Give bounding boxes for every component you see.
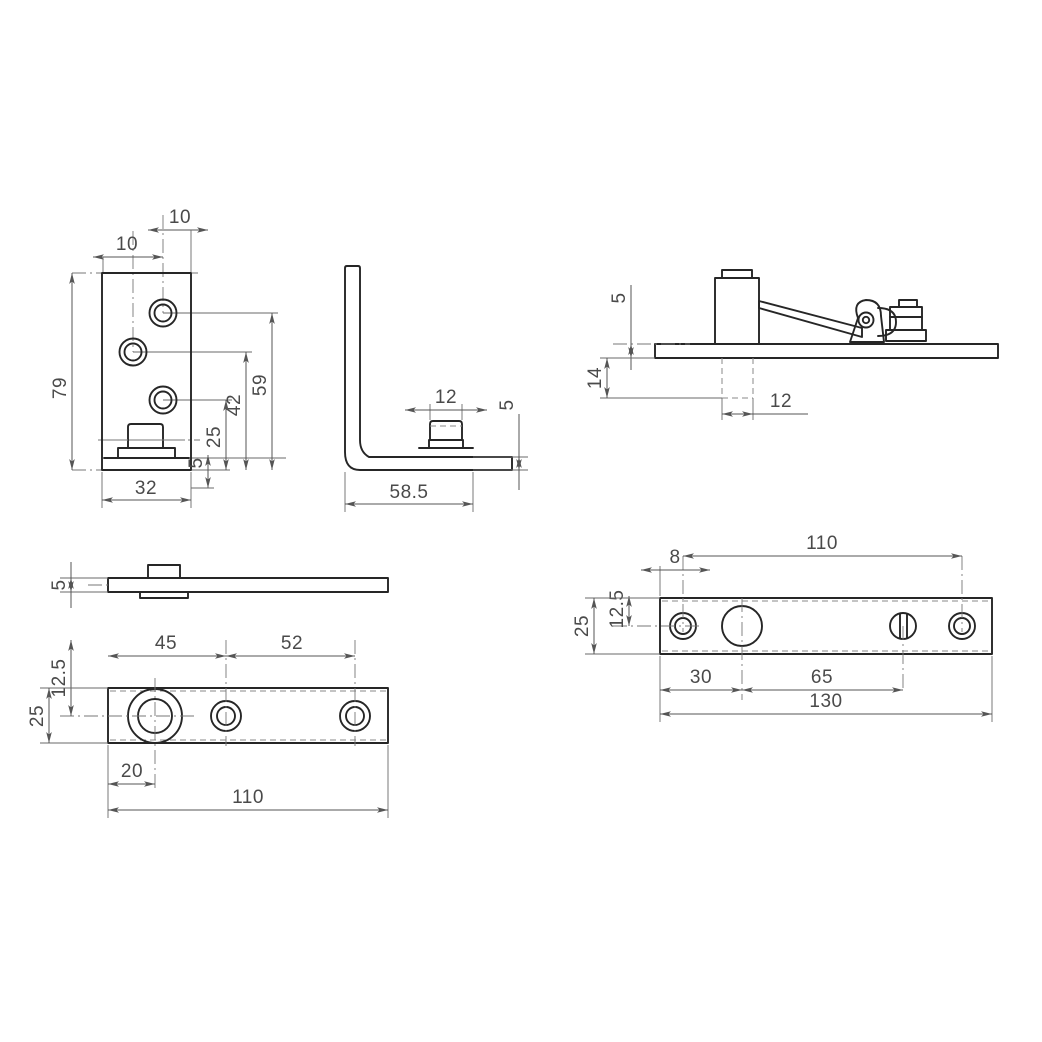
bottom-plate-edge-profile — [107, 577, 389, 593]
dimension-45-label: 45 — [155, 633, 177, 654]
dimension-14: 14 — [585, 357, 722, 399]
dimension-12-assembly-label: 12 — [770, 391, 792, 412]
dimension-52-label: 52 — [281, 633, 303, 654]
dimension-52: 52 — [226, 633, 355, 659]
bottom-plate-edge-boss — [139, 591, 189, 599]
dimension-65-label: 65 — [811, 667, 833, 688]
dimension-5-profile: 5 — [473, 399, 528, 490]
dimension-10-right-label: 10 — [169, 207, 191, 228]
assembly-pin-hidden — [721, 358, 754, 399]
dimension-8: 8 — [641, 547, 710, 596]
dimension-32: 32 — [101, 472, 192, 508]
dimension-59: 59 — [250, 313, 275, 470]
dimension-58-5-label: 58.5 — [390, 482, 429, 503]
bottom-plate-hole-1 — [210, 640, 242, 746]
front-plate-hole-middle — [118, 337, 148, 367]
dimension-130: 130 — [659, 656, 993, 722]
top-plate-hole-right — [948, 556, 976, 640]
dimension-14-label: 14 — [585, 367, 606, 389]
dimension-25-bottom: 25 — [27, 687, 108, 744]
assembly-base-plate — [654, 343, 999, 359]
assembly-linkage-arm — [758, 300, 863, 338]
dimension-79: 79 — [50, 273, 75, 470]
dimension-59-label: 59 — [250, 374, 271, 396]
dimension-12-assembly: 12 — [721, 391, 808, 420]
dimension-5-assembly: 5 — [609, 285, 690, 370]
l-bracket-outline — [344, 265, 513, 471]
dimension-12-5-top: 12.5 — [607, 590, 632, 629]
dimension-25-top-label: 25 — [572, 615, 593, 637]
dimension-5-profile-label: 5 — [497, 399, 518, 410]
top-plate-slot-hole — [889, 612, 917, 690]
dimension-45: 45 — [108, 633, 226, 659]
dimension-8-label: 8 — [669, 547, 680, 568]
assembly-housing-cap — [721, 269, 753, 279]
dimension-12-5-top-label: 12.5 — [607, 590, 628, 629]
dimension-79-label: 79 — [50, 377, 71, 399]
dimension-12-5-bottom-label: 12.5 — [49, 659, 70, 698]
dimension-25-front: 25 — [204, 400, 229, 470]
dimension-25-front-label: 25 — [204, 426, 225, 448]
bottom-plate-plan-outline — [107, 687, 389, 744]
dimension-5-front-label: 5 — [186, 457, 207, 468]
top-plate-outline — [659, 597, 993, 655]
front-plate-outline — [101, 272, 192, 471]
dimension-110-bottom: 110 — [107, 745, 389, 818]
dimension-5-bottom-edge-label: 5 — [49, 579, 70, 590]
dimension-5-assembly-label: 5 — [609, 292, 630, 303]
dimension-42: 42 — [224, 352, 249, 470]
top-plate-pivot-bore — [721, 598, 763, 700]
assembly-pivot-bore-outer — [857, 311, 875, 329]
dimension-5-front: 5 — [186, 455, 214, 489]
dimension-10-left: 10 — [93, 234, 163, 272]
dimension-25-bottom-label: 25 — [27, 705, 48, 727]
bottom-plate-hole-2 — [339, 640, 371, 746]
dimension-20: 20 — [107, 745, 155, 790]
dimension-130-label: 130 — [809, 691, 842, 712]
assembly-adjuster-knob — [898, 299, 918, 308]
front-plate-hole-top — [148, 298, 178, 328]
view-bottom-plate: 5 12.5 25 45 52 20 — [27, 562, 389, 818]
view-side-profile: 12 58.5 5 — [344, 265, 528, 512]
dimension-10-left-label: 10 — [116, 234, 138, 255]
dimension-110-top-label: 110 — [806, 533, 838, 554]
dimension-20-label: 20 — [121, 761, 143, 782]
dimension-42-label: 42 — [224, 394, 245, 416]
dimension-5-bottom-edge: 5 — [49, 562, 108, 608]
front-plate-hole-bottom — [148, 385, 178, 415]
assembly-adjuster-base — [885, 329, 927, 342]
dimension-32-label: 32 — [135, 478, 157, 499]
dimension-30: 30 — [659, 656, 742, 712]
bottom-plate-pivot-bore — [60, 678, 196, 790]
front-plate-pivot-pin — [127, 423, 164, 449]
dimension-65: 65 — [742, 667, 903, 693]
dimension-10-right: 10 — [148, 207, 208, 272]
dimension-12-profile-label: 12 — [435, 387, 457, 408]
view-top-plate: 8 110 12.5 25 30 65 — [572, 533, 993, 722]
dimension-110-bottom-label: 110 — [232, 787, 264, 808]
l-bracket-pin — [429, 420, 463, 441]
dimension-58-5: 58.5 — [344, 472, 474, 512]
dimension-12-profile: 12 — [405, 387, 487, 420]
assembly-pivot-lug — [849, 299, 885, 343]
view-assembly-side: 5 14 12 — [585, 269, 999, 420]
dimension-25-top: 25 — [572, 597, 660, 655]
dimension-30-label: 30 — [690, 667, 712, 688]
bottom-plate-edge-pin — [147, 564, 181, 579]
dimension-110-top: 110 — [683, 533, 962, 559]
assembly-pivot-bore-inner — [861, 315, 871, 325]
view-front-plate: 79 32 10 10 59 42 — [50, 207, 286, 508]
